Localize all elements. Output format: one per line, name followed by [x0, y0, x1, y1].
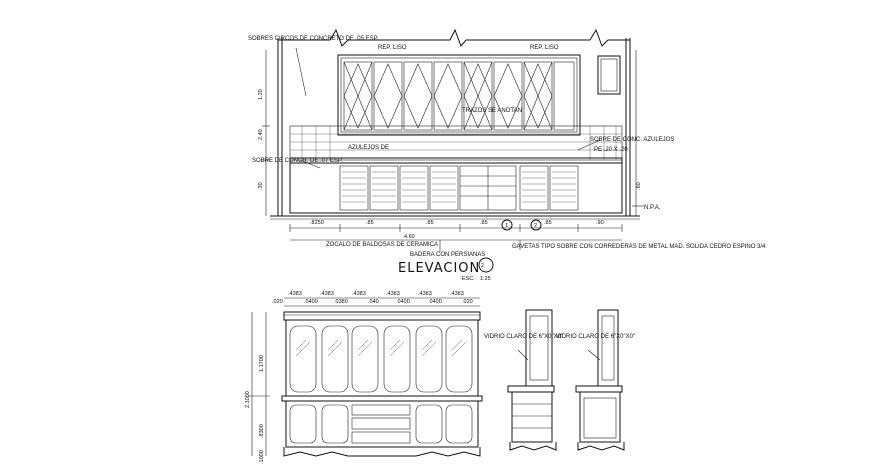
- cab-left-dim-0: 2.1000: [245, 391, 251, 408]
- dim-bottom-4: .85: [544, 220, 552, 226]
- cab-top-dim-4: .4383: [418, 291, 432, 297]
- elevation-title: ELEVACION: [398, 261, 480, 276]
- dim-bottom-2: .85: [426, 220, 434, 226]
- dim-left-2: .30: [258, 182, 264, 190]
- sobre-conc-label: SOBRE DE CONC. AZULEJOS: [590, 137, 674, 143]
- upper-cabinet-doors: [343, 61, 575, 131]
- cab-top-dim-1: .4383: [320, 291, 334, 297]
- cab-top-dim-0: .4383: [288, 291, 302, 297]
- cab-sub-dim-0: .020: [272, 299, 283, 305]
- dim-left-1: 1.20: [258, 89, 264, 100]
- npa-label: N.P.A.: [644, 205, 661, 211]
- section-marker: 2: [481, 263, 484, 269]
- zoclo-label: ZOCALO DE BALDOSAS DE CERAMICA: [326, 242, 438, 248]
- cab-sub-dim-3: .040: [368, 299, 379, 305]
- dim-left-0: 2.40: [258, 129, 264, 140]
- ceiling-note: SOBRES CIRCOS DE CONCRETO DE .05 ESP.: [248, 36, 379, 42]
- cab-sub-dim-5: .0400: [428, 299, 442, 305]
- cab-left-dim-2: .8300: [259, 424, 265, 438]
- side-view-left: VIDRIO CLARO DE 6"X0"X0": [484, 309, 563, 451]
- cab-sub-dim-2: .0380: [334, 299, 348, 305]
- side-right-note: VIDRIO CLARO DE 6"X0"X0": [556, 334, 635, 340]
- lower-cabinets: [289, 162, 623, 214]
- bisagra-label: BADERA CON PERSIANAS: [410, 252, 485, 258]
- dim-bottom-1: .85: [366, 220, 374, 226]
- dim-bottom-0: .8250: [310, 220, 324, 226]
- cab-sub-dim-6: .020: [462, 299, 473, 305]
- dim-left-3: .60: [636, 182, 642, 190]
- sobre-conc-size-label: PE .20 X .20: [594, 147, 628, 153]
- dim-bottom-3: .85: [480, 220, 488, 226]
- dim-bottom-5: .90: [596, 220, 604, 226]
- cab-left-dim-3: .1000: [259, 450, 265, 464]
- cab-top-dim-5: .4383: [450, 291, 464, 297]
- scale-value: 1:25: [480, 276, 491, 282]
- cab-sub-dim-1: .0400: [304, 299, 318, 305]
- cab-top-dim-2: .4383: [352, 291, 366, 297]
- cab-top-dim-3: .4383: [386, 291, 400, 297]
- gavetas-label: GAVETAS TIPO SOBRE CON CORREDERAS DE MET…: [512, 244, 766, 250]
- cab-left-dim-1: 1.1700: [259, 355, 265, 372]
- rep-liso-left-label: REP. LISO: [378, 45, 407, 51]
- side-left-note: VIDRIO CLARO DE 6"X0"X0": [484, 334, 563, 340]
- dim-total: 4.60: [404, 234, 415, 240]
- sobre-left-label: SOBRE DE CONCR. DE .07 ESP.: [252, 158, 343, 164]
- cabinet-front-view: .4383 .4383 .4383 .4383 .4383 .4383 .020…: [245, 291, 483, 464]
- marker-1: 1: [505, 223, 508, 229]
- trazados-label: TRAZOS SE ANOTAN: [462, 108, 522, 114]
- azulejos-label: AZULEJOS DE: [348, 145, 389, 151]
- scale-label: ESC.: [462, 276, 475, 282]
- rep-liso-right-label: REP. LISO: [530, 45, 559, 51]
- marker-2: 2: [534, 223, 537, 229]
- cab-sub-dim-4: .0400: [396, 299, 410, 305]
- elevation-view: SOBRES CIRCOS DE CONCRETO DE .05 ESP. RE…: [248, 28, 766, 282]
- tile-band: [289, 125, 623, 161]
- side-view-right: VIDRIO CLARO DE 6"X0"X0": [556, 309, 635, 451]
